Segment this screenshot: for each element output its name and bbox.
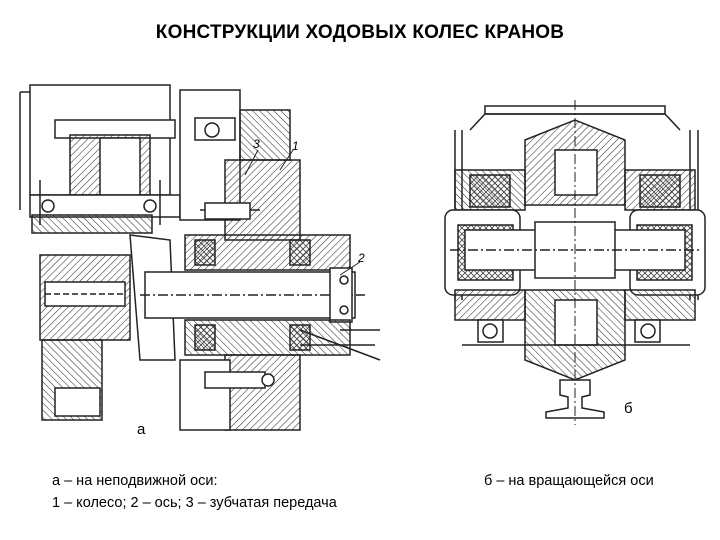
figure-a-caption-line2: 1 – колесо; 2 – ось; 3 – зубчатая переда… [52, 495, 337, 511]
figure-a-caption-line1: а – на неподвижной оси: [52, 473, 218, 489]
figure-b-letter: б [624, 400, 633, 417]
callout-1: 1 [292, 139, 299, 153]
drawing-b-rotating-axle [444, 100, 706, 425]
callout-2: 2 [357, 251, 365, 265]
page-title: КОНСТРУКЦИИ ХОДОВЫХ КОЛЕС КРАНОВ [155, 22, 565, 43]
figure-b-caption: б – на вращающейся оси [484, 473, 654, 489]
figure-a-letter: а [137, 421, 146, 438]
figure-a-caption: а – на неподвижной оси: 1 – колесо; 2 – … [52, 470, 337, 514]
callout-3: 3 [253, 137, 260, 151]
drawing-a-fixed-axle [19, 84, 381, 431]
